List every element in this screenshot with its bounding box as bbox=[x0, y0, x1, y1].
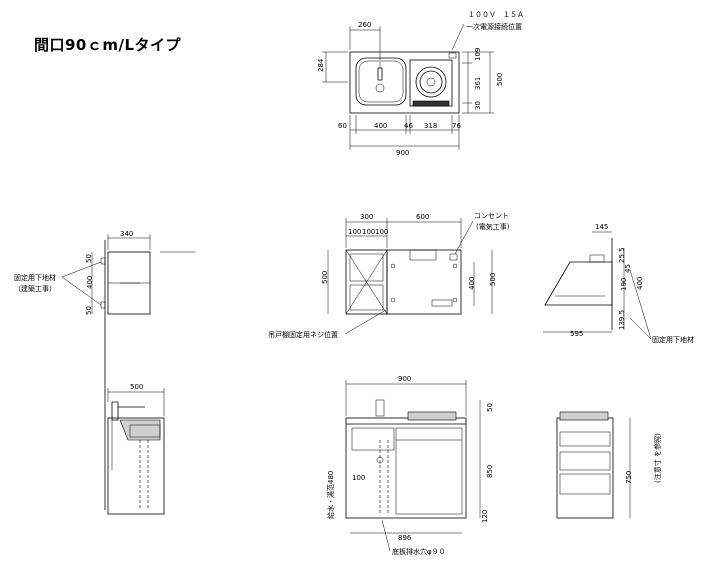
power-label: 一次電源接続位置 bbox=[466, 22, 522, 31]
page-title: 間口90ｃm/Lタイプ bbox=[34, 36, 182, 54]
dim-850: 850 bbox=[486, 465, 494, 478]
dim-750: 750 bbox=[625, 471, 633, 484]
lower-front-view: 900 50 850 120 896 100 給水・湯范480 底板排水穴φ９０ bbox=[326, 375, 494, 556]
plan-view: 260 284 109 361 30 500 60 400 46 318 76 … bbox=[317, 11, 524, 157]
fix-label-l1: 固定用下地材 bbox=[14, 273, 56, 282]
dim-400-plan: 400 bbox=[374, 122, 387, 130]
lower-side-view: 500 bbox=[107, 383, 165, 515]
power-spec: １００Ｖ １５Ａ bbox=[468, 11, 524, 19]
drain-label: 底板排水穴φ９０ bbox=[392, 547, 446, 556]
hood-fix-label: 固定用下地材 bbox=[652, 335, 694, 344]
side-note: (注意寸 を参照) bbox=[653, 433, 662, 483]
dim-25-5: 25.5 bbox=[618, 247, 626, 263]
dim-400-wf: 400 bbox=[468, 277, 476, 290]
dim-600: 600 bbox=[416, 213, 429, 221]
supply-label: 給水・湯范480 bbox=[326, 471, 335, 519]
dim-50-top: 50 bbox=[85, 254, 93, 263]
dim-100-b: 100 bbox=[362, 228, 375, 236]
dim-500-wl: 500 bbox=[321, 271, 329, 284]
dim-45: 45 bbox=[624, 264, 632, 273]
dim-896: 896 bbox=[398, 534, 412, 542]
dim-400-hood: 400 bbox=[636, 277, 644, 290]
dim-400-side: 400 bbox=[86, 276, 94, 289]
outlet-l1: コンセント bbox=[474, 212, 509, 220]
dim-100-a: 100 bbox=[348, 228, 361, 236]
dim-145: 145 bbox=[595, 223, 608, 231]
wall-cabinet-side: 340 50 400 50 固定用下地材 （建築工事） bbox=[14, 230, 195, 510]
dim-500: 500 bbox=[496, 73, 504, 86]
dim-60: 60 bbox=[338, 122, 347, 130]
dim-260: 260 bbox=[358, 21, 371, 29]
dim-100-lower: 100 bbox=[352, 474, 365, 482]
outlet-l2: (電気工事) bbox=[476, 222, 510, 231]
dim-340: 340 bbox=[120, 230, 133, 238]
dim-361: 361 bbox=[474, 77, 482, 90]
dim-50-bottom: 50 bbox=[85, 306, 93, 315]
dim-900-plan: 900 bbox=[396, 149, 409, 157]
hood-side-view: 145 25.5 45 190 400 139.5 595 固定用下地材 bbox=[543, 223, 694, 344]
dim-500-wr: 500 bbox=[489, 273, 497, 286]
dim-120: 120 bbox=[481, 510, 489, 523]
dim-139-5: 139.5 bbox=[618, 310, 626, 330]
dim-46: 46 bbox=[404, 122, 413, 130]
fix-label-l2: （建築工事） bbox=[14, 284, 56, 293]
dim-318: 318 bbox=[424, 122, 437, 130]
dim-50-lower: 50 bbox=[486, 403, 494, 412]
dim-190: 190 bbox=[620, 278, 628, 291]
dim-500-lower: 500 bbox=[130, 383, 143, 391]
screw-label: 吊戸棚固定用ネジ位置 bbox=[268, 330, 338, 339]
dim-109: 109 bbox=[474, 48, 482, 61]
dim-900-lower: 900 bbox=[398, 375, 411, 383]
dim-284: 284 bbox=[317, 58, 325, 72]
dim-595: 595 bbox=[570, 330, 583, 338]
dim-100-c: 100 bbox=[375, 228, 388, 236]
dim-30: 30 bbox=[474, 101, 482, 110]
lower-side-right-view: 750 (注意寸 を参照) bbox=[556, 411, 662, 519]
dim-300: 300 bbox=[360, 213, 373, 221]
wall-front-elevation: 300 600 100 100 100 500 400 500 コンセント (電… bbox=[268, 212, 510, 339]
dim-76: 76 bbox=[452, 122, 461, 130]
